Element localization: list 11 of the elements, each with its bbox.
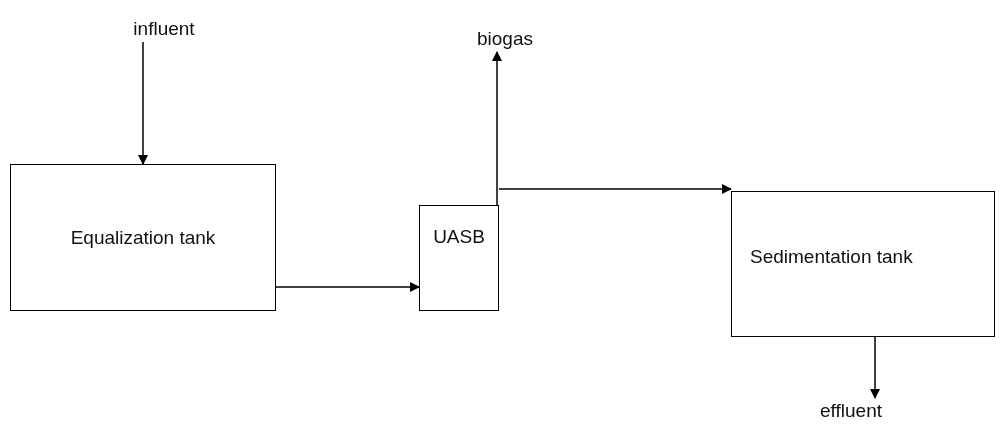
box-label: Equalization tank	[70, 227, 216, 249]
box-label: UASB	[433, 226, 485, 248]
arrow	[498, 184, 732, 194]
process-box	[731, 191, 995, 337]
process-box	[10, 164, 276, 311]
arrow	[870, 336, 880, 399]
arrow	[275, 282, 420, 292]
box-label: Sedimentation tank	[750, 246, 913, 268]
arrow	[492, 51, 502, 206]
arrow	[138, 41, 148, 165]
process-box	[419, 205, 499, 311]
